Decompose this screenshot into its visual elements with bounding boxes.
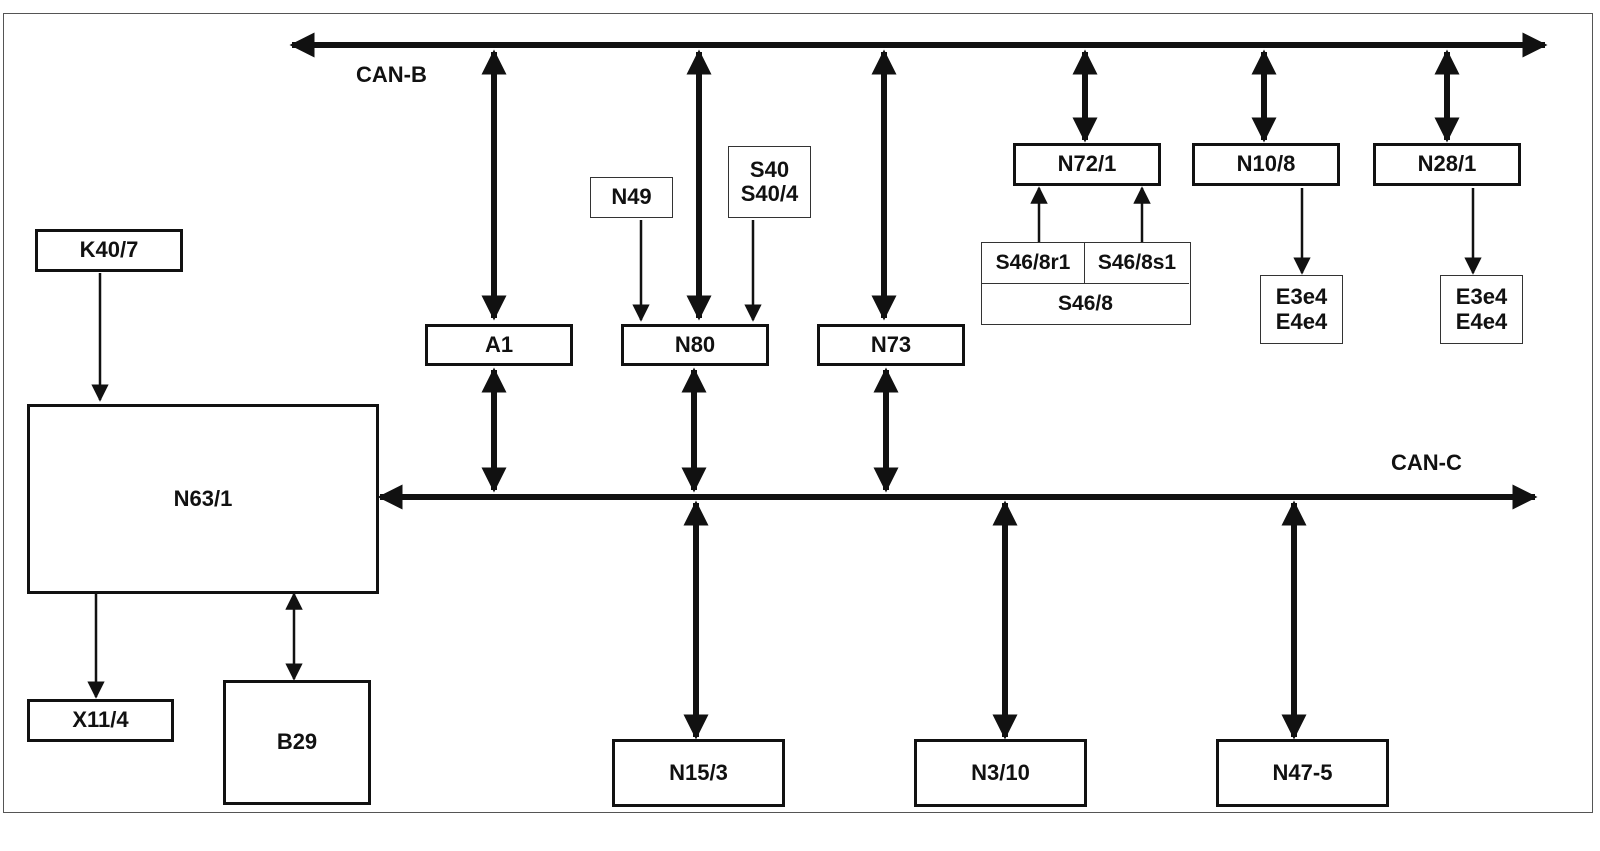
module-n47-5: N47-5	[1216, 739, 1389, 807]
module-x11-4: X11/4	[27, 699, 174, 742]
module-e3e4-e4e4-a: E3e4 E4e4	[1260, 275, 1343, 344]
module-s40-line1: S40	[749, 156, 790, 182]
module-n49: N49	[590, 177, 673, 218]
can-c-label: CAN-C	[1391, 450, 1462, 475]
module-n72-1: N72/1	[1013, 143, 1161, 186]
module-n80: N80	[621, 324, 769, 366]
diagram-frame	[3, 13, 1593, 813]
module-k40-7: K40/7	[35, 229, 183, 272]
module-b29: B29	[223, 680, 371, 805]
lamp-e3e4-b: E3e4	[1455, 284, 1508, 310]
module-n28-1: N28/1	[1373, 143, 1521, 186]
module-n15-3: N15/3	[612, 739, 785, 807]
module-s40: S40 S40/4	[728, 146, 811, 218]
module-n63-1: N63/1	[27, 404, 379, 594]
lamp-e3e4-a: E3e4	[1275, 284, 1328, 310]
module-n73: N73	[817, 324, 965, 366]
module-a1: A1	[425, 324, 573, 366]
lamp-e4e4-b: E4e4	[1455, 308, 1508, 334]
module-n3-10: N3/10	[914, 739, 1087, 807]
can-b-label: CAN-B	[356, 62, 427, 87]
lamp-e4e4-a: E4e4	[1275, 308, 1328, 334]
module-s46-8: S46/8	[1058, 291, 1113, 315]
module-e3e4-e4e4-b: E3e4 E4e4	[1440, 275, 1523, 344]
module-s46-8r1: S46/8r1	[982, 243, 1085, 284]
module-s46-8s1: S46/8s1	[1085, 243, 1189, 284]
module-s40-line2: S40/4	[740, 181, 799, 206]
module-s46-8-group: S46/8r1 S46/8s1 S46/8	[981, 242, 1191, 325]
module-n10-8: N10/8	[1192, 143, 1340, 186]
